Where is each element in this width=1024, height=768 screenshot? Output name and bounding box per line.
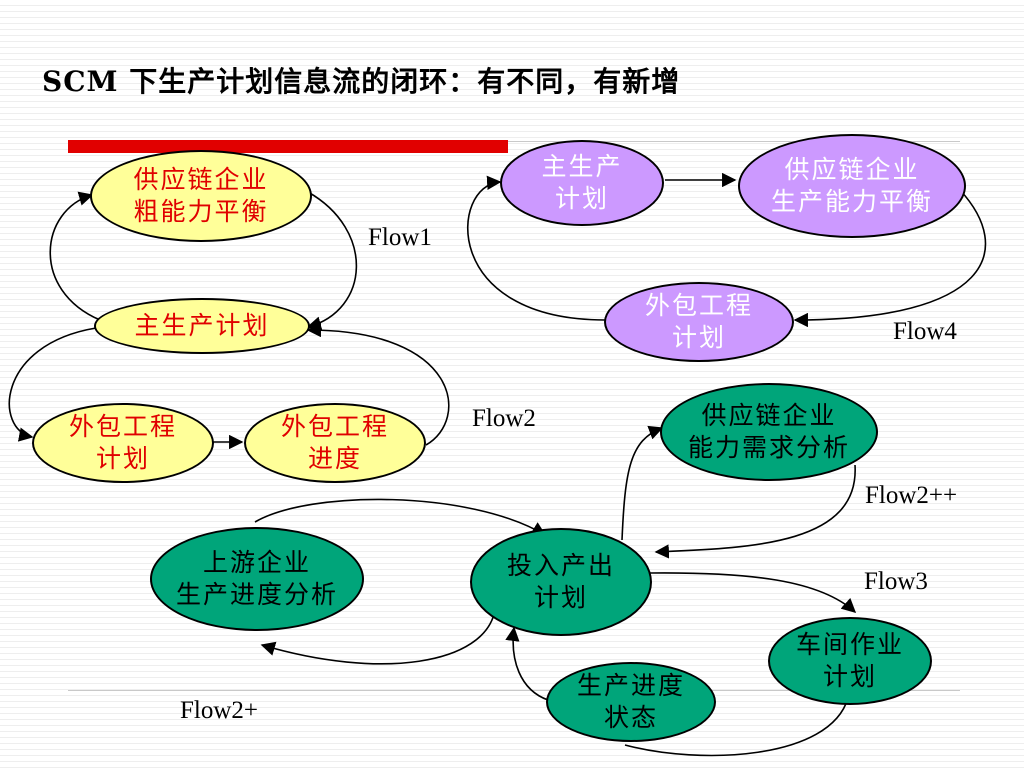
flow2-label: Flow2 [472, 405, 536, 432]
flow2-plus-label: Flow2+ [180, 697, 259, 724]
node-label: 主生产计划 [134, 311, 270, 340]
node-label: 主生产 计划 [541, 152, 623, 213]
connector-workshop-to-status [624, 697, 849, 757]
connector-capacity-to-outsource4 [793, 189, 987, 328]
node-outsource-progress[interactable]: 外包工程 进度 [244, 403, 426, 483]
flow3-label: Flow3 [864, 568, 928, 595]
node-outsource-plan[interactable]: 外包工程 计划 [32, 403, 214, 483]
connector-upstream-to-io [254, 498, 547, 536]
connector-mps-to-outsource-plan [8, 327, 97, 442]
flow2-plusplus-label: Flow2++ [865, 482, 958, 509]
node-capacity-balance[interactable]: 供应链企业 生产能力平衡 [738, 134, 966, 238]
node-label: 投入产出 计划 [506, 551, 615, 612]
node-label: 外包工程 计划 [644, 291, 753, 352]
node-label: 生产进度 状态 [576, 671, 685, 732]
node-label: 外包工程 计划 [68, 412, 177, 473]
header-divider [68, 141, 960, 142]
connector-io-to-capacity-req [621, 425, 664, 541]
connector-capacity-req-to-io [654, 464, 856, 559]
node-input-output-plan[interactable]: 投入产出 计划 [470, 528, 652, 636]
flow4-label: Flow4 [893, 318, 957, 345]
flow1-label: Flow1 [368, 224, 432, 251]
node-outsource-plan-flow4[interactable]: 外包工程 计划 [604, 282, 794, 362]
node-label: 供应链企业 生产能力平衡 [770, 155, 933, 216]
node-label: 供应链企业 能力需求分析 [687, 401, 850, 462]
connector-status-to-io [505, 626, 549, 701]
node-master-production-schedule[interactable]: 主生产计划 [94, 298, 310, 354]
node-mps-flow4[interactable]: 主生产 计划 [500, 140, 664, 226]
node-label: 上游企业 生产进度分析 [175, 548, 338, 609]
page-title: SCM 下生产计划信息流的闭环：有不同，有新增 [42, 65, 681, 98]
node-rough-cut-capacity[interactable]: 供应链企业 粗能力平衡 [90, 150, 312, 242]
connector-io-to-upstream [260, 609, 496, 665]
node-production-status[interactable]: 生产进度 状态 [546, 662, 716, 742]
node-workshop-plan[interactable]: 车间作业 计划 [768, 617, 932, 705]
connector-outsource4-to-mps4 [466, 175, 606, 321]
footer-divider [68, 690, 960, 691]
node-label: 车间作业 计划 [795, 630, 904, 691]
node-label: 供应链企业 粗能力平衡 [133, 165, 269, 226]
connector-mps-to-rough-cut [49, 191, 101, 321]
connector-io-to-workshop [649, 572, 857, 613]
connector-progress-to-mps [306, 322, 450, 446]
connector-rough-cut-to-mps [306, 191, 358, 331]
node-label: 外包工程 进度 [280, 412, 389, 473]
accent-bar [68, 140, 508, 153]
node-upstream-progress[interactable]: 上游企业 生产进度分析 [150, 527, 364, 631]
node-capacity-requirements[interactable]: 供应链企业 能力需求分析 [660, 383, 878, 481]
